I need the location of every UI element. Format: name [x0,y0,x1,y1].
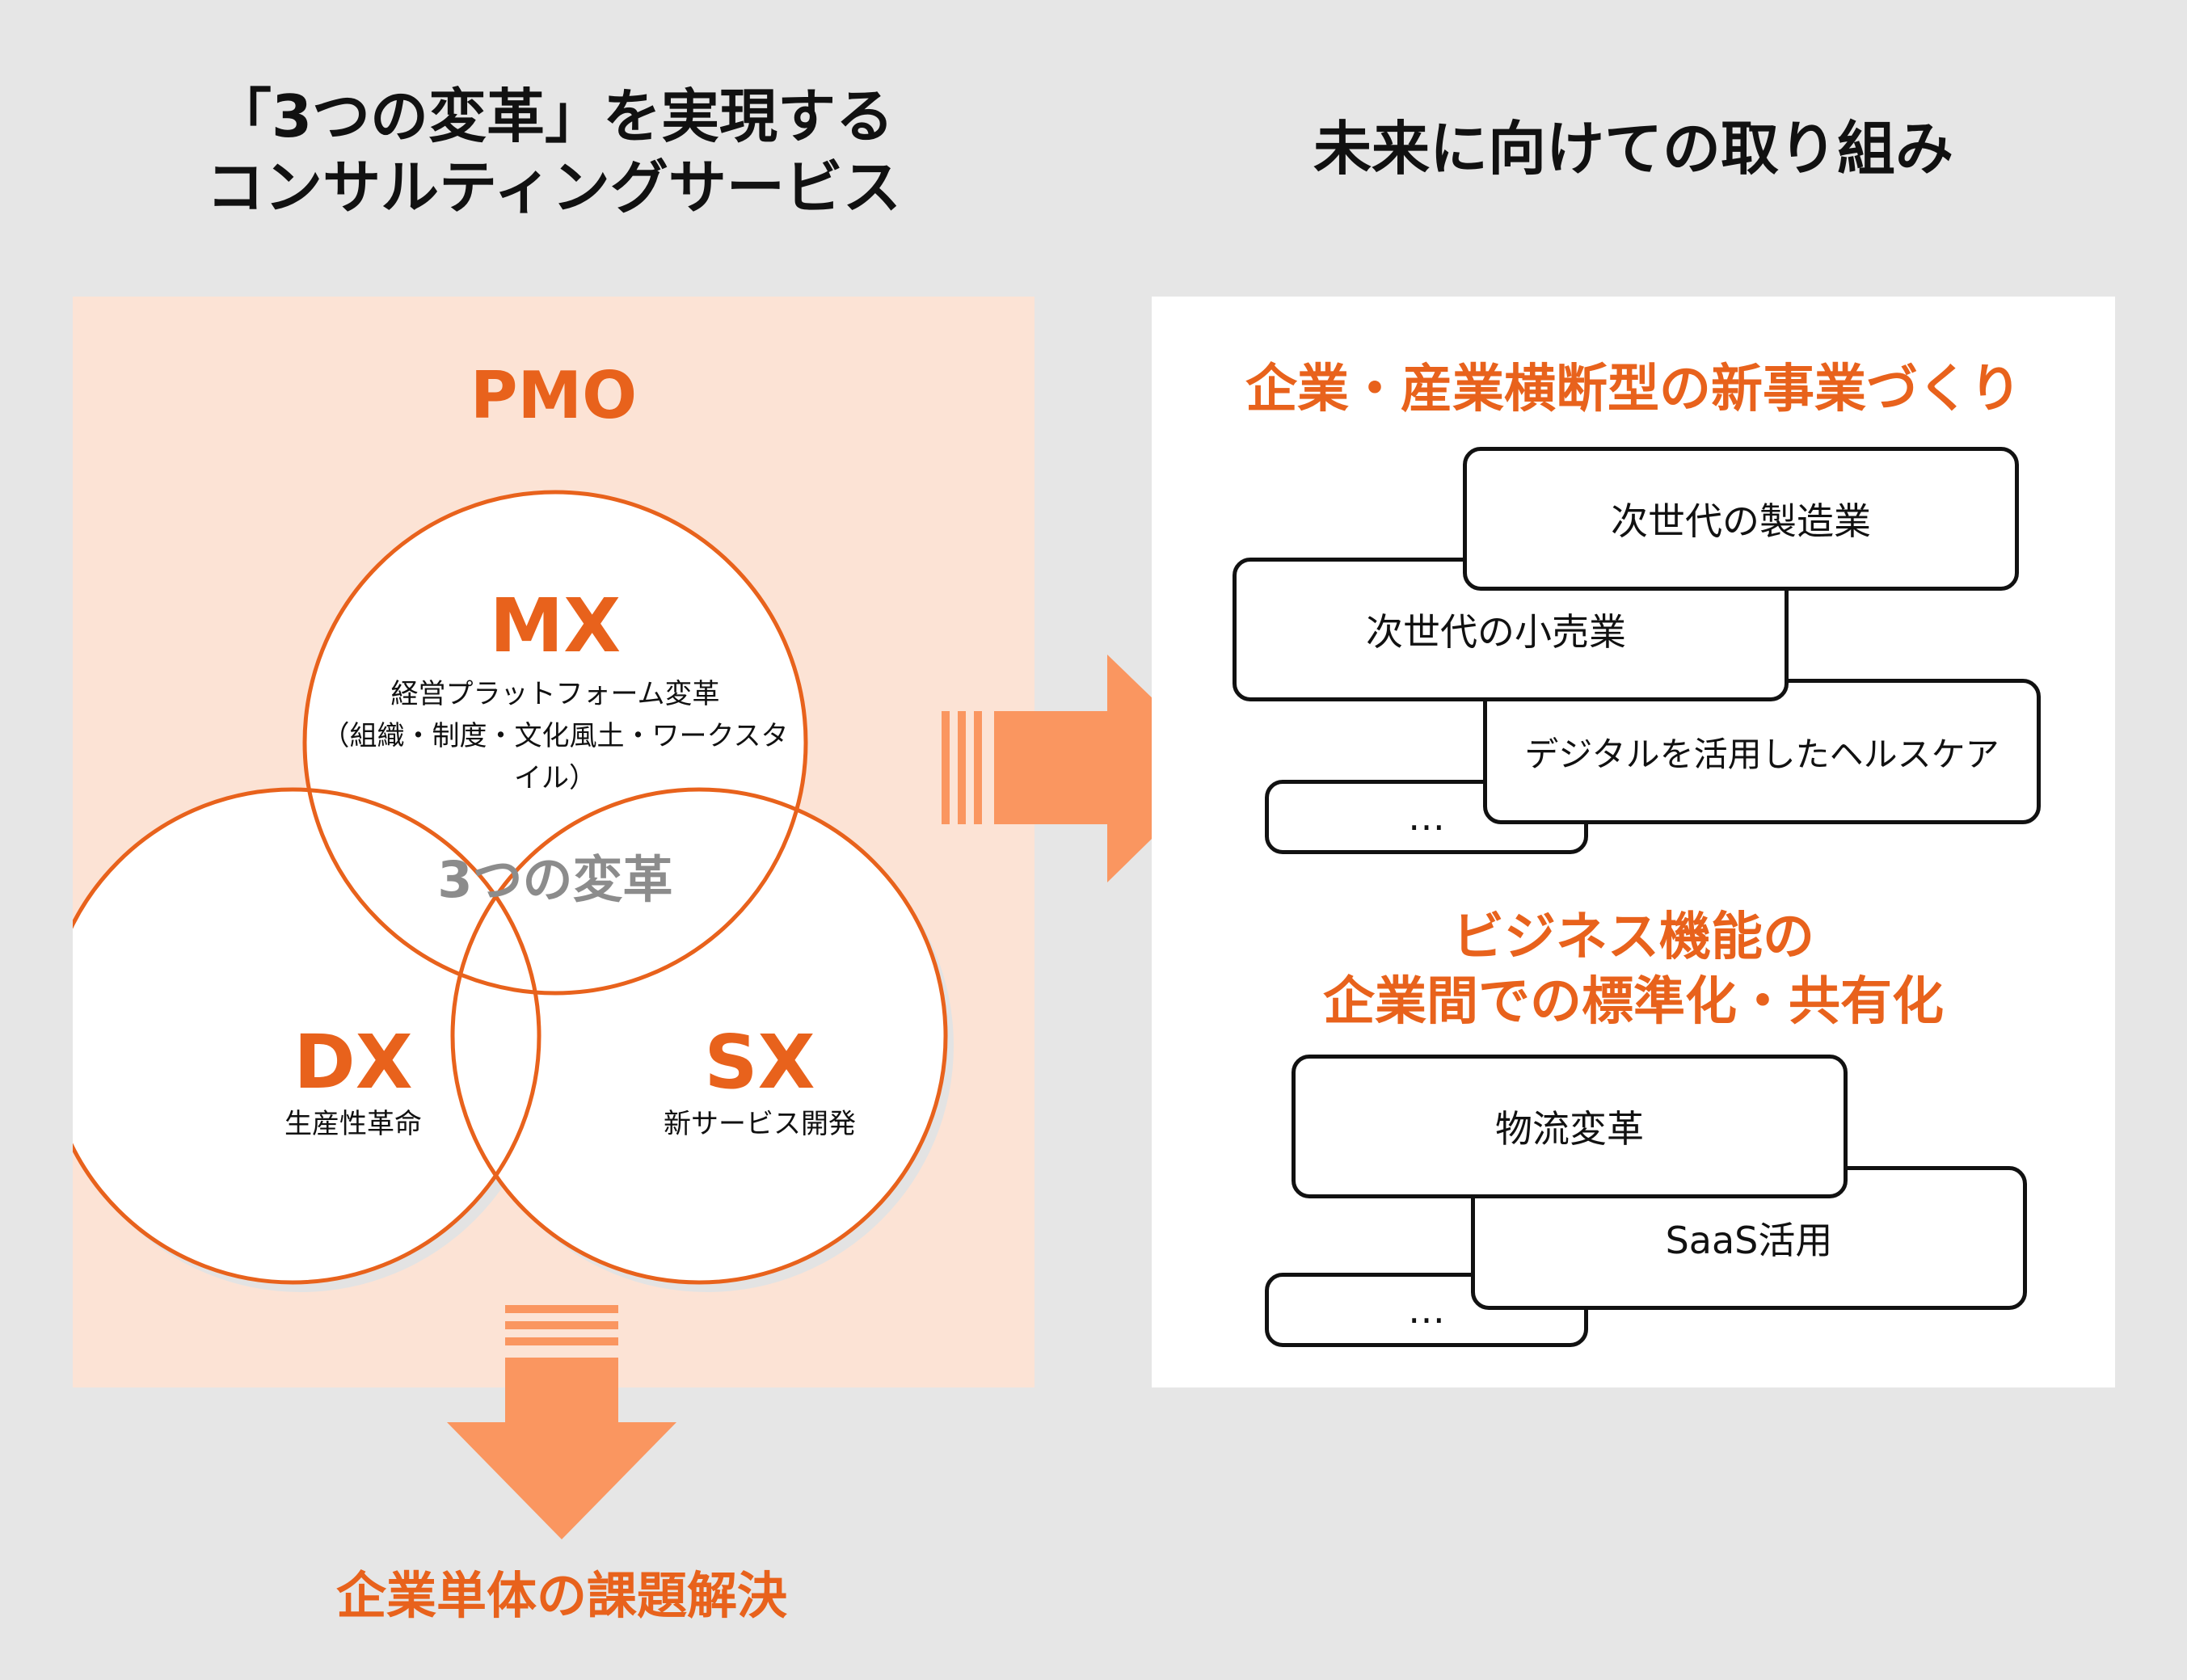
section1-card-manufacturing: 次世代の製造業 [1463,447,2019,591]
section1-heading: 企業・産業横断型の新事業づくり [1245,360,2021,419]
right-arrow-icon [942,655,1224,882]
mx-group: MX 経営プラットフォーム変革 （組織・制度・文化風土・ワークスタイル） [313,586,798,799]
section1-card-healthcare: デジタルを活用したヘルスケア [1483,679,2041,824]
sx-circle [450,787,948,1285]
mx-desc-line1: 経営プラットフォーム変革 [390,678,720,710]
sx-desc: 新サービス開発 [664,1108,856,1140]
dx-circle [73,787,541,1285]
down-arrow-icon [447,1305,676,1539]
mx-circle-fill [305,492,806,993]
bottom-label: 企業単体の課題解決 [335,1566,787,1625]
sx-label: SX [704,1019,815,1105]
section2-heading-line2: 企業間での標準化・共有化 [1323,972,1944,1032]
sx-group: SX 新サービス開発 [598,1022,921,1145]
mx-desc-line2: （組織・制度・文化風土・ワークスタイル） [322,720,789,794]
left-title-line1: 「3つの変革」を実現する [213,82,895,150]
left-title: 「3つの変革」を実現する コンサルティングサービス [73,81,1035,223]
left-title-line2: コンサルティングサービス [206,154,901,221]
mx-circle [302,490,808,996]
right-title: 未来に向けての取り組み [1313,115,1953,183]
dx-desc: 生産性革命 [284,1108,422,1140]
dx-group: DX 生産性革命 [192,1022,515,1145]
dx-label: DX [293,1019,413,1105]
pmo-label: PMO [470,358,638,433]
mx-label: MX [489,583,622,669]
three-transformations-label: 3つの変革 [437,850,673,909]
venn-diagram [73,490,954,1292]
section2-heading-line1: ビジネス機能の [1452,907,1814,967]
section2-heading: ビジネス機能の 企業間での標準化・共有化 [1152,905,2115,1034]
section2-card-logistics: 物流変革 [1292,1055,1848,1198]
